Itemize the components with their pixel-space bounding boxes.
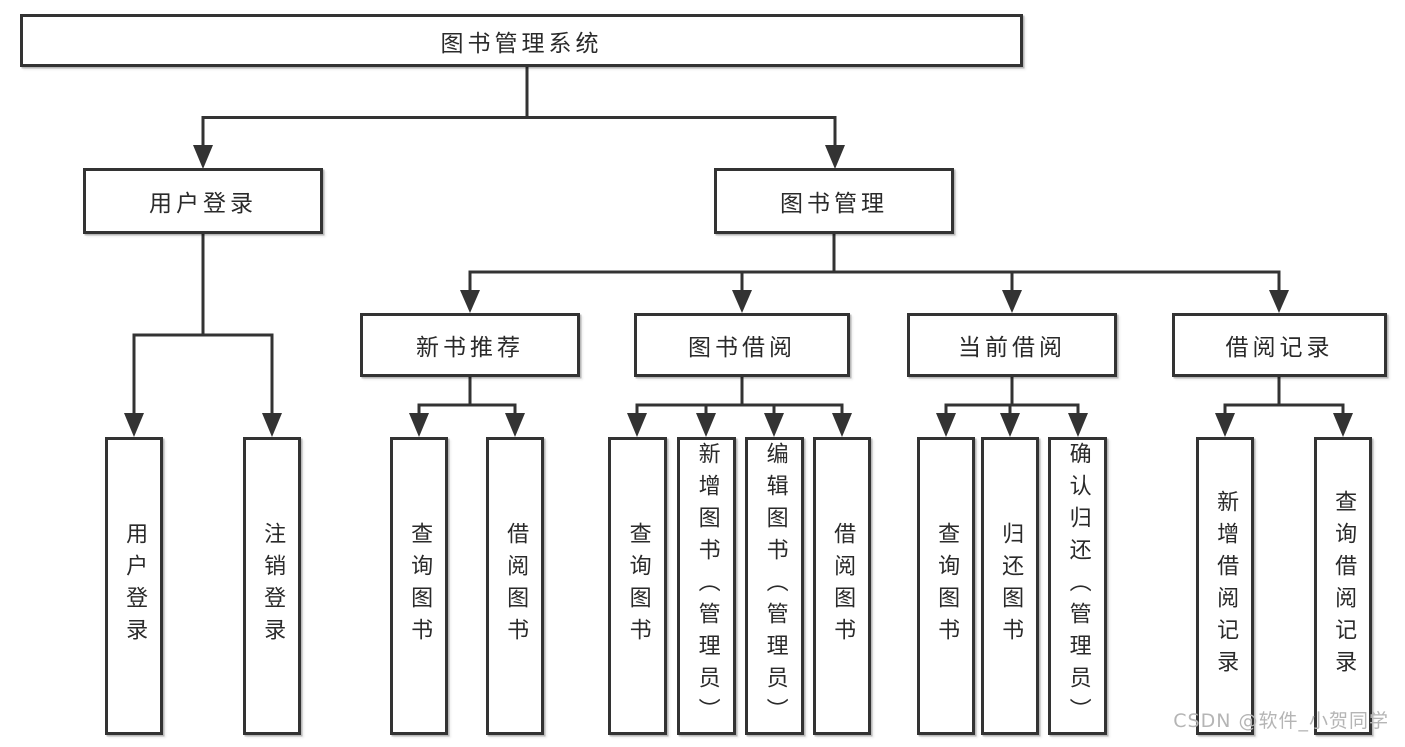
- leaf-confirm-return-admin: 确认归还（管理员）: [1048, 437, 1107, 735]
- arrowhead: [936, 413, 956, 437]
- csdn-watermark: CSDN @软件_小贺同学: [1173, 710, 1389, 732]
- arrowhead: [124, 413, 144, 437]
- leaf-query-borrow-record: 查询借阅记录: [1314, 437, 1372, 735]
- arrowhead: [764, 413, 784, 437]
- arrowhead: [732, 290, 752, 313]
- node-label: 查询借阅记录: [1331, 490, 1357, 682]
- node-label: 图书管理系统: [440, 30, 603, 57]
- arrowhead: [696, 413, 716, 437]
- node-book-management: 图书管理: [714, 168, 954, 234]
- arrowhead: [193, 145, 213, 169]
- arrowhead: [505, 413, 525, 437]
- node-label: 借阅图书: [503, 522, 529, 650]
- node-label: 新增借阅记录: [1213, 490, 1239, 682]
- node-root-library-system: 图书管理系统: [20, 14, 1023, 67]
- connector-book-borrowing-to-leaves: [627, 375, 852, 437]
- node-label: 新增图书（管理员）: [694, 442, 720, 730]
- connector-current-borrowing-to-leaves: [936, 375, 1088, 437]
- node-label: 图书借阅: [688, 335, 796, 361]
- arrowhead: [1333, 413, 1353, 437]
- node-new-book-recommend: 新书推荐: [360, 313, 580, 377]
- arrowhead: [1000, 413, 1020, 437]
- leaf-user-login: 用户登录: [105, 437, 163, 735]
- arrowhead: [1068, 413, 1088, 437]
- arrowhead: [627, 413, 647, 437]
- arrowhead: [1215, 413, 1235, 437]
- leaf-add-books-admin: 新增图书（管理员）: [677, 437, 736, 735]
- leaf-logout: 注销登录: [243, 437, 301, 735]
- node-label: 图书管理: [780, 191, 888, 217]
- node-label: 用户登录: [149, 191, 257, 217]
- connector-borrow-records-to-leaves: [1215, 375, 1353, 437]
- leaf-query-books-borrowing: 查询图书: [608, 437, 667, 735]
- connector-user-login-to-leaves: [124, 232, 282, 437]
- node-label: 编辑图书（管理员）: [762, 442, 788, 730]
- leaf-query-books-recommend: 查询图书: [390, 437, 448, 735]
- node-label: 查询图书: [407, 522, 433, 650]
- leaf-query-books-current: 查询图书: [917, 437, 975, 735]
- node-label: 当前借阅: [958, 335, 1066, 361]
- node-user-login: 用户登录: [83, 168, 323, 234]
- node-label: 归还图书: [998, 522, 1024, 650]
- connector-root-to-level2: [193, 64, 845, 169]
- node-label: 查询图书: [934, 522, 960, 650]
- node-borrow-records: 借阅记录: [1172, 313, 1387, 377]
- node-label: 用户登录: [122, 522, 148, 650]
- arrowhead: [1002, 290, 1022, 313]
- arrowhead: [1269, 290, 1289, 313]
- leaf-return-books: 归还图书: [981, 437, 1039, 735]
- connector-new-book-recommend-to-leaves: [409, 375, 525, 437]
- connector-book-management-to-level3: [460, 232, 1289, 313]
- node-label: 借阅图书: [830, 522, 856, 650]
- arrowhead: [825, 145, 845, 169]
- node-current-borrowing: 当前借阅: [907, 313, 1117, 377]
- node-book-borrowing: 图书借阅: [634, 313, 850, 377]
- arrowhead: [832, 413, 852, 437]
- node-label: 新书推荐: [416, 335, 524, 361]
- leaf-edit-books-admin: 编辑图书（管理员）: [745, 437, 804, 735]
- arrowhead: [262, 413, 282, 437]
- node-label: 查询图书: [625, 522, 651, 650]
- leaf-borrow-books-borrowing: 借阅图书: [813, 437, 871, 735]
- arrowhead: [409, 413, 429, 437]
- node-label: 借阅记录: [1225, 335, 1334, 361]
- leaf-add-borrow-record: 新增借阅记录: [1196, 437, 1254, 735]
- leaf-borrow-books-recommend: 借阅图书: [486, 437, 544, 735]
- node-label: 注销登录: [260, 522, 286, 650]
- arrowhead: [460, 290, 480, 313]
- node-label: 确认归还（管理员）: [1065, 442, 1091, 730]
